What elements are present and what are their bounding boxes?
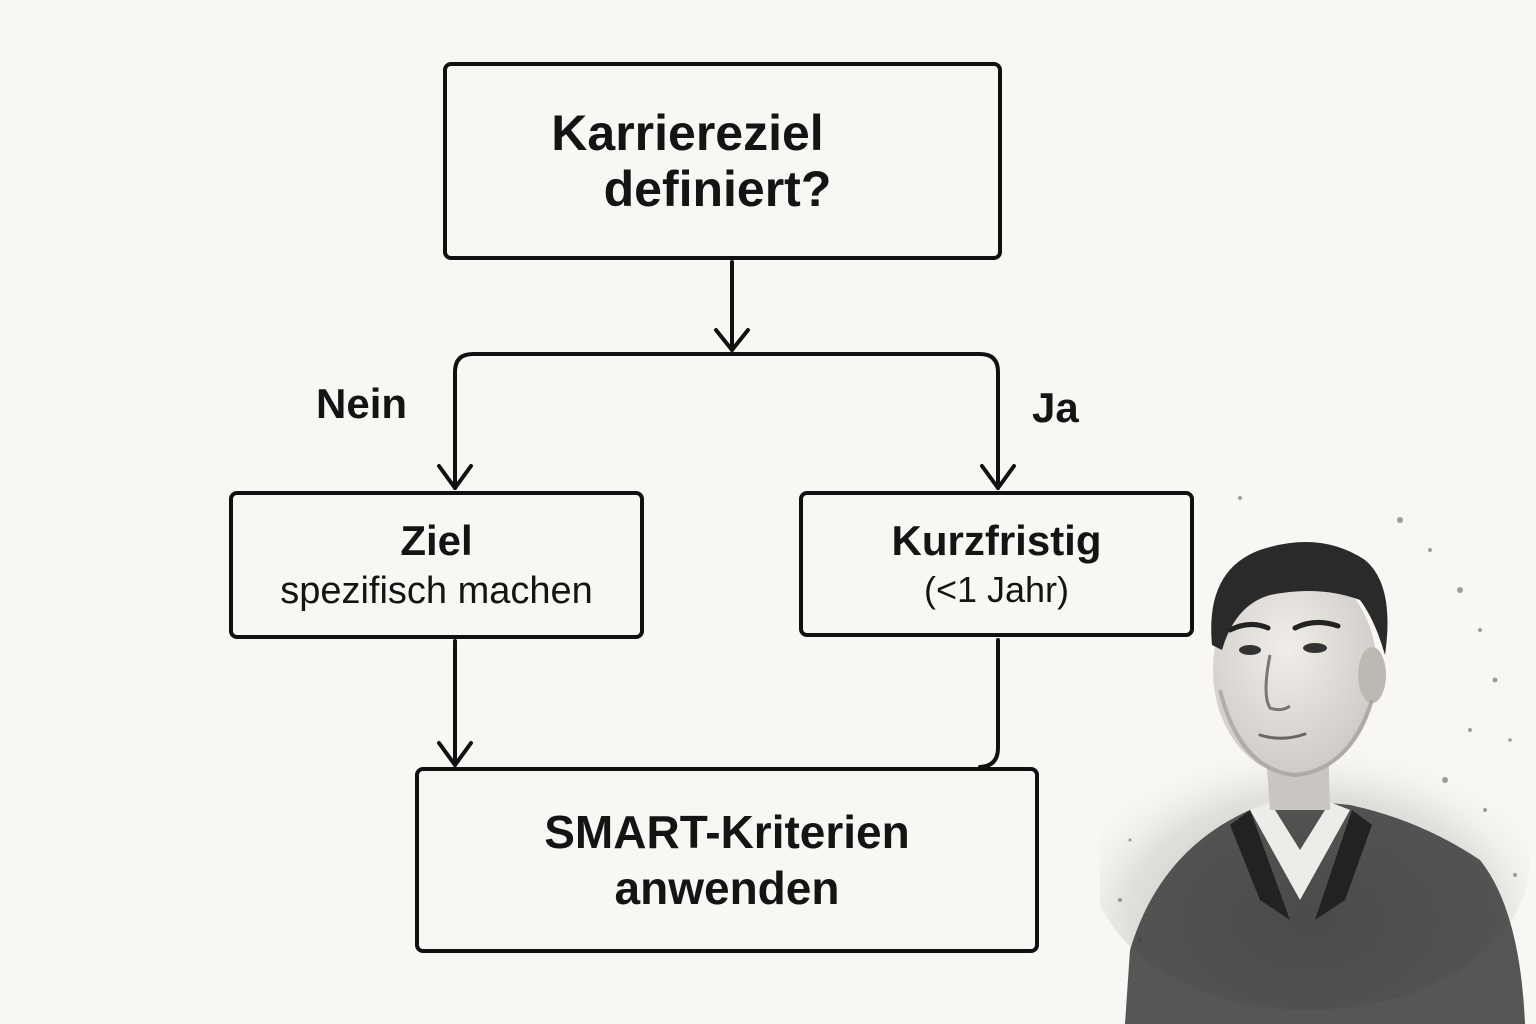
decision-text-line1: Karriereziel [551,105,824,161]
arrowhead-yes-branch [980,464,1016,490]
portrait-illustration [1100,496,1530,1024]
arrowhead-question [714,328,750,352]
short-term-text-line2: (<1 Jahr) [923,569,1070,610]
arrowhead-result [437,741,473,767]
connector-yes-to-result [978,638,1000,769]
branch-label-yes: Ja [1032,384,1079,431]
branch-label-no: Nein [316,380,408,427]
smart-text-line2: anwenden [614,862,840,914]
connector-split [453,352,1000,490]
short-term-text-line1: Kurzfristig [891,517,1102,564]
specific-text-line1: Ziel [400,517,473,564]
arrowhead-no-branch [437,464,473,490]
process-box-smart-criteria: SMART-Kriterien anwenden [415,767,1039,953]
decision-box-career-goal: Karriereziel definiert? [443,62,1002,260]
smart-text-line1: SMART-Kriterien [544,806,910,858]
process-box-short-term: Kurzfristig (<1 Jahr) [799,491,1194,637]
process-box-make-specific: Ziel spezifisch machen [229,491,644,639]
specific-text-line2: spezifisch machen [280,570,593,612]
decision-text-line2: definiert? [603,161,832,217]
